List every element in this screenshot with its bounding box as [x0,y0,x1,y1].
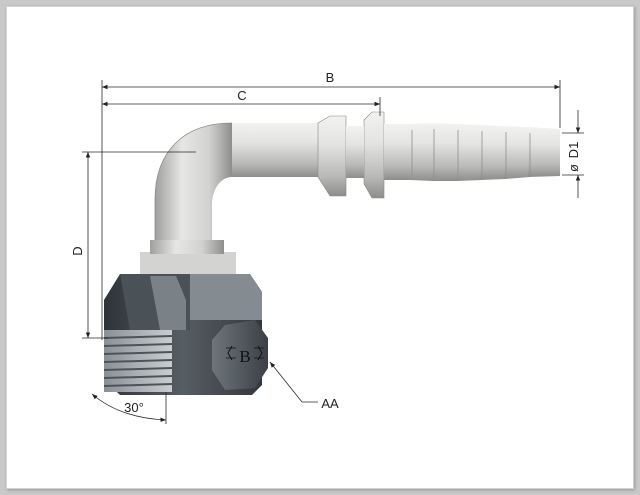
neck-ring [140,252,236,274]
collar-2 [363,111,385,199]
label-angle: 30° [124,400,144,415]
hex-flat [212,320,268,390]
label-c: C [237,88,246,103]
dimension-lines [82,80,584,424]
horizontal-tube [232,123,332,177]
angle-arc [91,393,167,422]
label-d: D [70,246,85,255]
collar-1 [317,115,347,197]
aa-leader [269,361,318,403]
label-d1: D1 [566,142,581,159]
logo-letter: B [239,347,250,366]
hex-nut [103,274,268,395]
brand-logo-icon: B [226,345,264,366]
barbed-tail [384,123,560,181]
label-b: B [326,70,335,85]
elbow-bend [155,123,232,240]
label-phi: ø [566,164,581,172]
hose-fitting: B [103,111,560,395]
label-aa: AA [321,396,339,411]
